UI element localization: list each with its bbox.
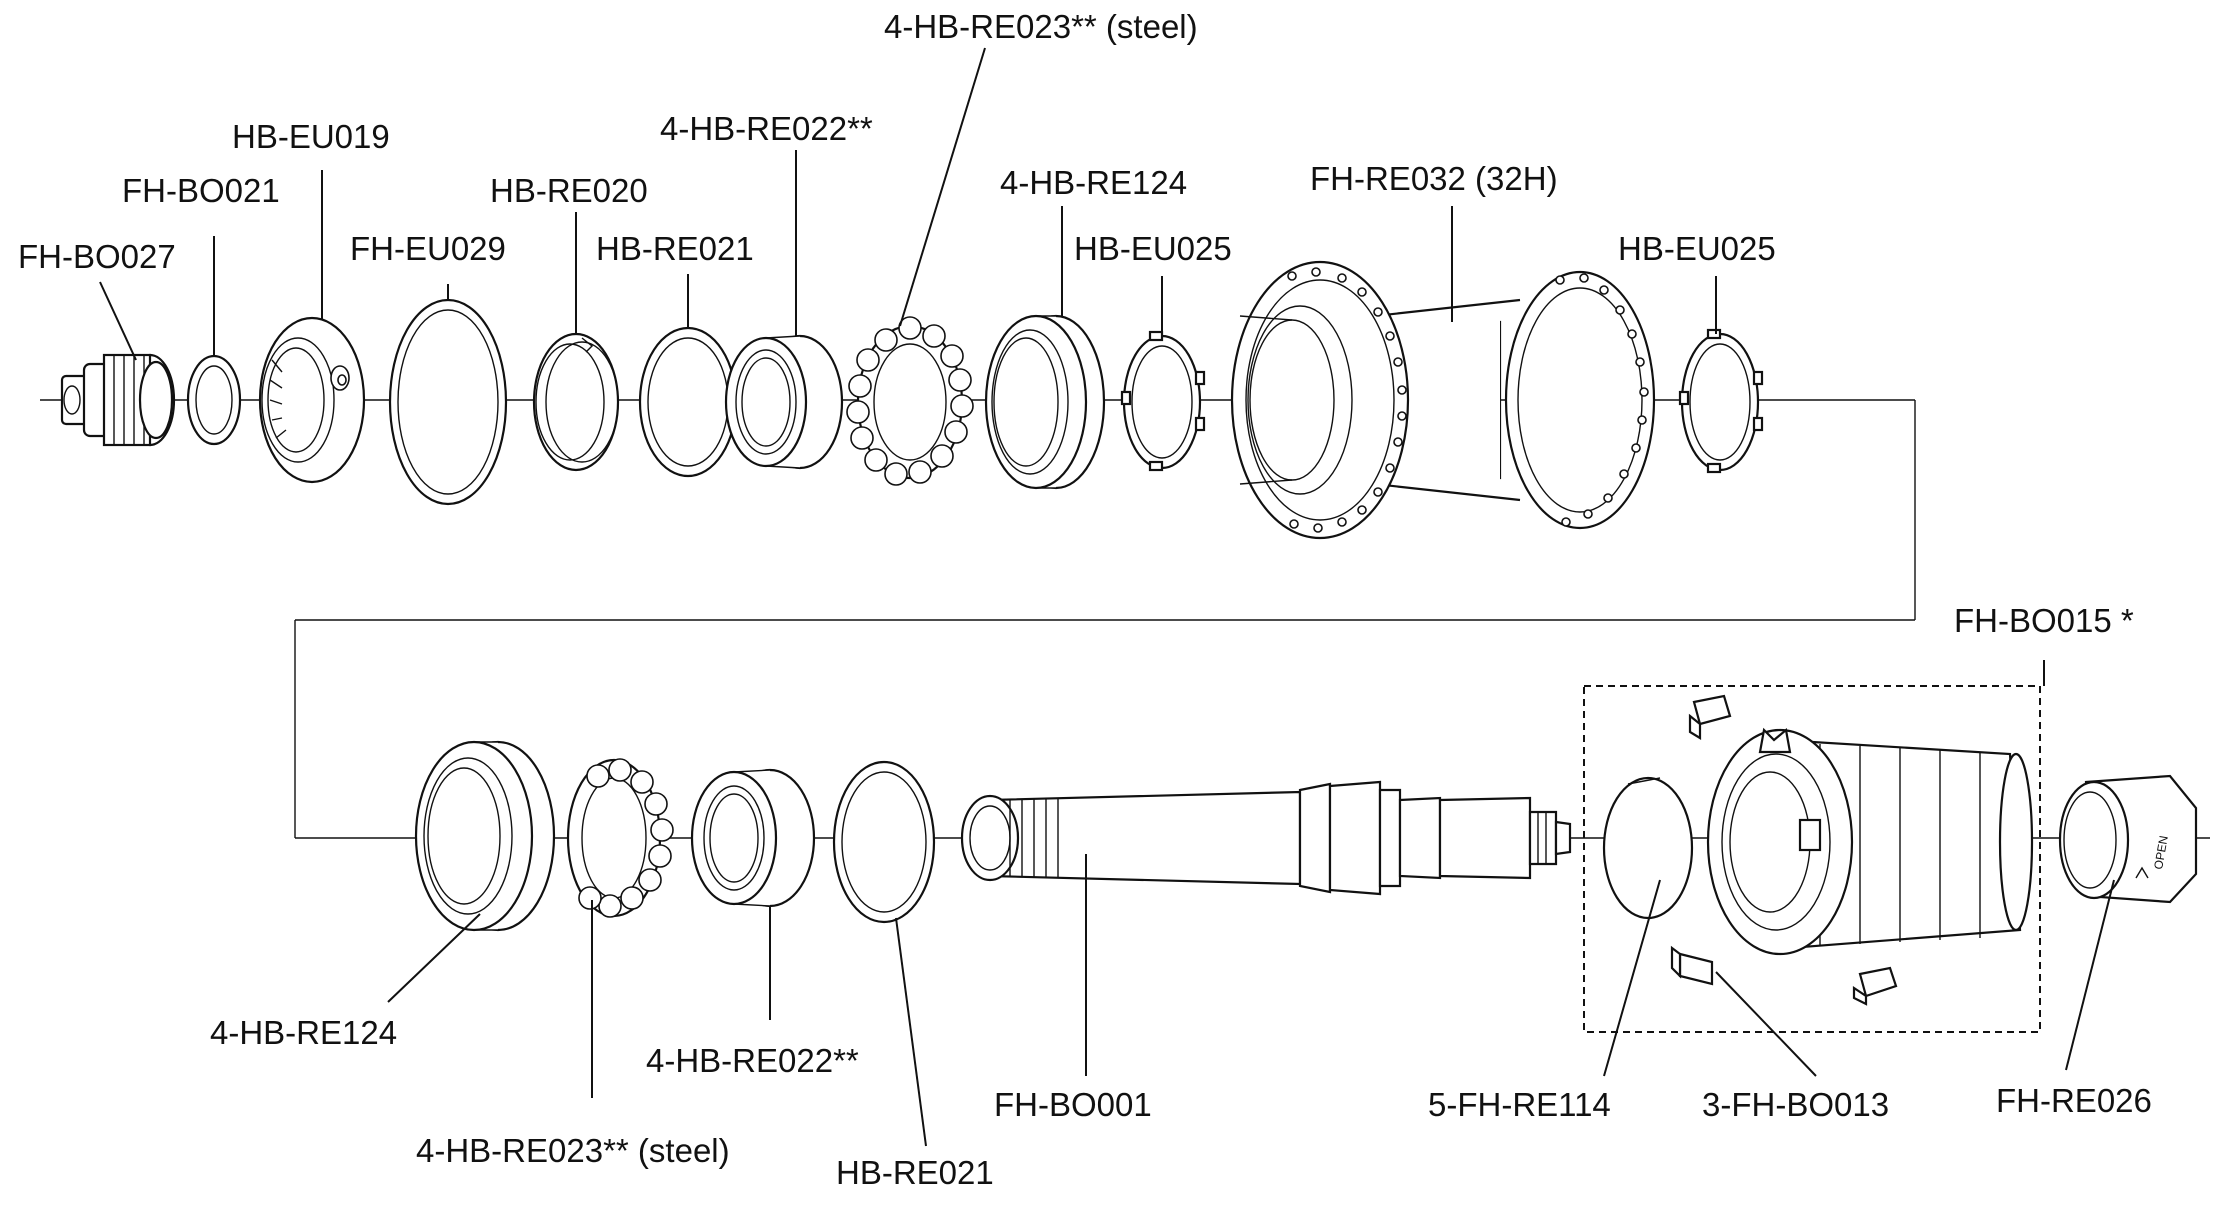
part-hb-re022-bottom [690,768,816,908]
label-hb-re023-bottom: 4-HB-RE023** (steel) [416,1132,730,1169]
label-hb-re021-bottom: HB-RE021 [836,1154,994,1191]
label-hb-re124-bottom: 4-HB-RE124 [210,1014,397,1051]
label-fh-re026: FH-RE026 [1996,1082,2152,1119]
label-hb-eu025-right: HB-EU025 [1618,230,1776,267]
label-hb-eu025-left: HB-EU025 [1074,230,1232,267]
callout-labels: FH-BO027 FH-BO021 HB-EU019 FH-EU029 HB-R… [18,8,2152,1191]
leader-lines [99,47,2115,1147]
label-hb-re020: HB-RE020 [490,172,648,209]
part-fh-bo013-pawls [1670,694,1898,1006]
label-fh-bo021: FH-BO021 [122,172,280,209]
freehub-group-box [1583,685,2041,1033]
label-fh-re114: 5-FH-RE114 [1428,1086,1611,1123]
part-fh-re026-lockring: OPEN [2058,774,2198,904]
label-hb-re022-top: 4-HB-RE022** [660,110,873,147]
part-hb-re020 [532,332,620,472]
label-fh-bo015: FH-BO015 * [1954,602,2134,639]
part-fh-bo001-axle [960,780,1572,896]
label-hb-re023-top: 4-HB-RE023** (steel) [884,8,1198,45]
part-hb-re022-top [724,334,844,470]
part-hb-re023-bottom [566,758,674,918]
part-hb-re124-top [984,314,1106,490]
part-hb-eu025-right [1678,328,1764,474]
open-marking: OPEN [2151,835,2171,871]
part-fh-re032-hub-shell [1230,260,1656,540]
part-fh-bo021 [186,354,242,446]
part-hb-eu025-left [1120,330,1206,472]
part-fh-bo015-freehub [1706,727,2034,956]
part-hb-re023-top [846,316,974,486]
part-fh-re114 [1602,776,1694,920]
label-fh-bo001: FH-BO001 [994,1086,1152,1123]
part-fh-bo027 [60,353,176,447]
part-hb-eu019 [258,316,366,484]
label-fh-bo027: FH-BO027 [18,238,176,275]
part-hb-re021-bottom [832,760,936,924]
label-hb-re124-top: 4-HB-RE124 [1000,164,1187,201]
part-hb-re021-top [638,326,738,478]
label-hb-eu019: HB-EU019 [232,118,390,155]
label-fh-bo013: 3-FH-BO013 [1702,1086,1889,1123]
part-hb-re124-bottom [414,740,556,932]
part-fh-eu029 [388,298,508,506]
label-fh-re032: FH-RE032 (32H) [1310,160,1558,197]
label-hb-re022-bottom: 4-HB-RE022** [646,1042,859,1079]
label-fh-eu029: FH-EU029 [350,230,506,267]
label-hb-re021-top: HB-RE021 [596,230,754,267]
